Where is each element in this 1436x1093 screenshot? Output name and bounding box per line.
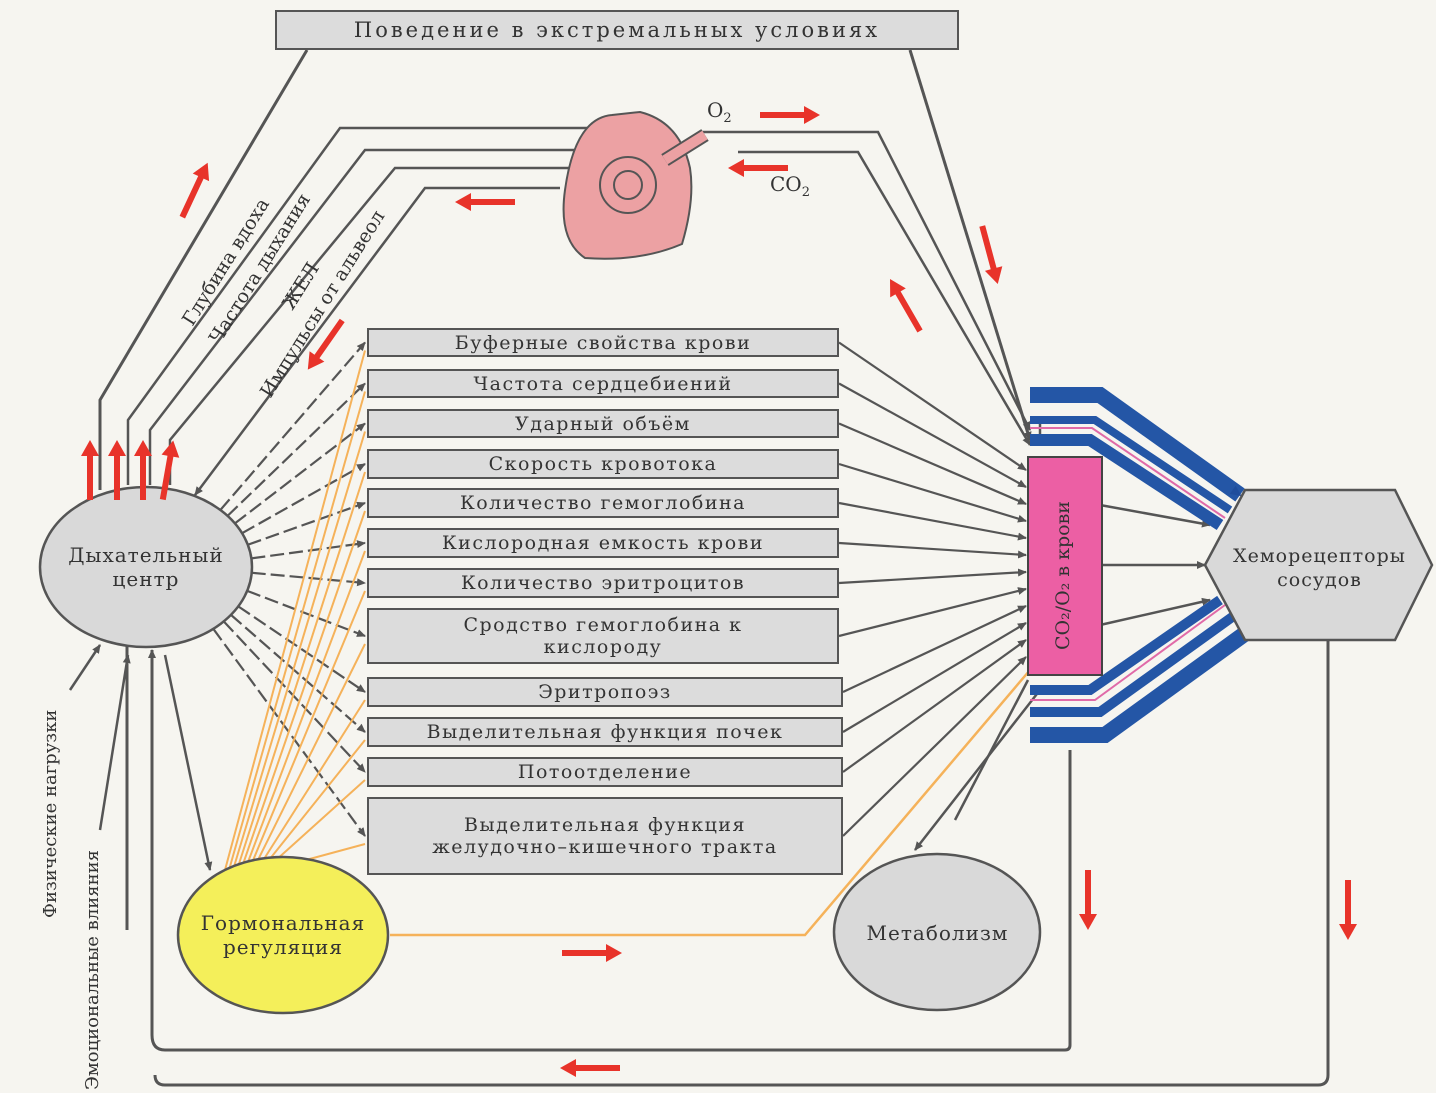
chemoreceptors-label: Хеморецепторы сосудов [1212,540,1427,596]
physical-load-label: Физические нагрузки [40,710,61,918]
co2-label: CO2 [770,172,810,200]
diagram-title: Поведение в экстремальных условиях [275,10,959,50]
loop-top [100,50,307,490]
hormonal-connector [245,551,365,870]
blood-gas-connector [839,343,1026,471]
resp-connector [228,384,365,516]
red-arrow [1079,870,1097,930]
blood-gas-connector [839,572,1026,583]
hormonal-connector [257,700,365,870]
red-arrow [455,193,515,211]
red-arrow [560,1059,620,1077]
resp-connector [238,606,365,692]
resp-center-label: Дыхательный центр [55,537,237,597]
factor-box: Ударный объём [367,409,839,438]
red-arrow [174,159,216,221]
factor-box: Количество гемоглобина [367,488,839,518]
factor-box: Выделительная функция желудочно–кишечног… [367,797,843,875]
red-arrow [562,944,622,962]
blood-gas-connector [839,543,1026,555]
resp-connector [235,424,365,524]
factor-box: Сродство гемоглобина к кислороду [367,608,839,664]
lung-icon [564,112,705,259]
resp-connector [252,573,365,583]
factors-to-blood-gas [839,343,1026,837]
resp-connector [231,615,365,732]
factor-box: Потоотделение [367,757,843,787]
factor-box: Выделительная функция почек [367,717,843,747]
metabolism-label: Метаболизм [845,915,1030,951]
factor-box: Скорость кровотока [367,449,839,479]
factor-box: Эритропоэз [367,677,843,707]
resp-connector [251,543,365,558]
blood-gas-label: CO₂/O₂ в крови [1052,501,1074,650]
factor-box: Буферные свойства крови [367,328,839,357]
factor-box: Частота сердцебиений [367,369,839,398]
hormonal-connector [253,644,365,870]
blood-gas-connector [839,589,1026,636]
blood-gas-connector [843,657,1026,836]
blood-gas-connector [843,623,1026,732]
hormonal-label: Гормональная регуляция [186,905,380,965]
hormonal-connector [237,472,365,870]
factor-box: Кислородная емкость крови [367,528,839,558]
red-arrow [760,106,820,124]
o2-label: O2 [707,98,732,126]
factor-box: Количество эритроцитов [367,568,839,598]
hormonal-connector [249,591,365,870]
emotional-label: Эмоциональные влияния [82,850,103,1090]
red-arrow [81,440,99,500]
resp-connector [242,464,365,533]
blood-gas-connector [843,606,1026,692]
blood-gas-connector [839,503,1026,538]
red-arrow [882,275,928,336]
red-arrow [1339,880,1357,940]
